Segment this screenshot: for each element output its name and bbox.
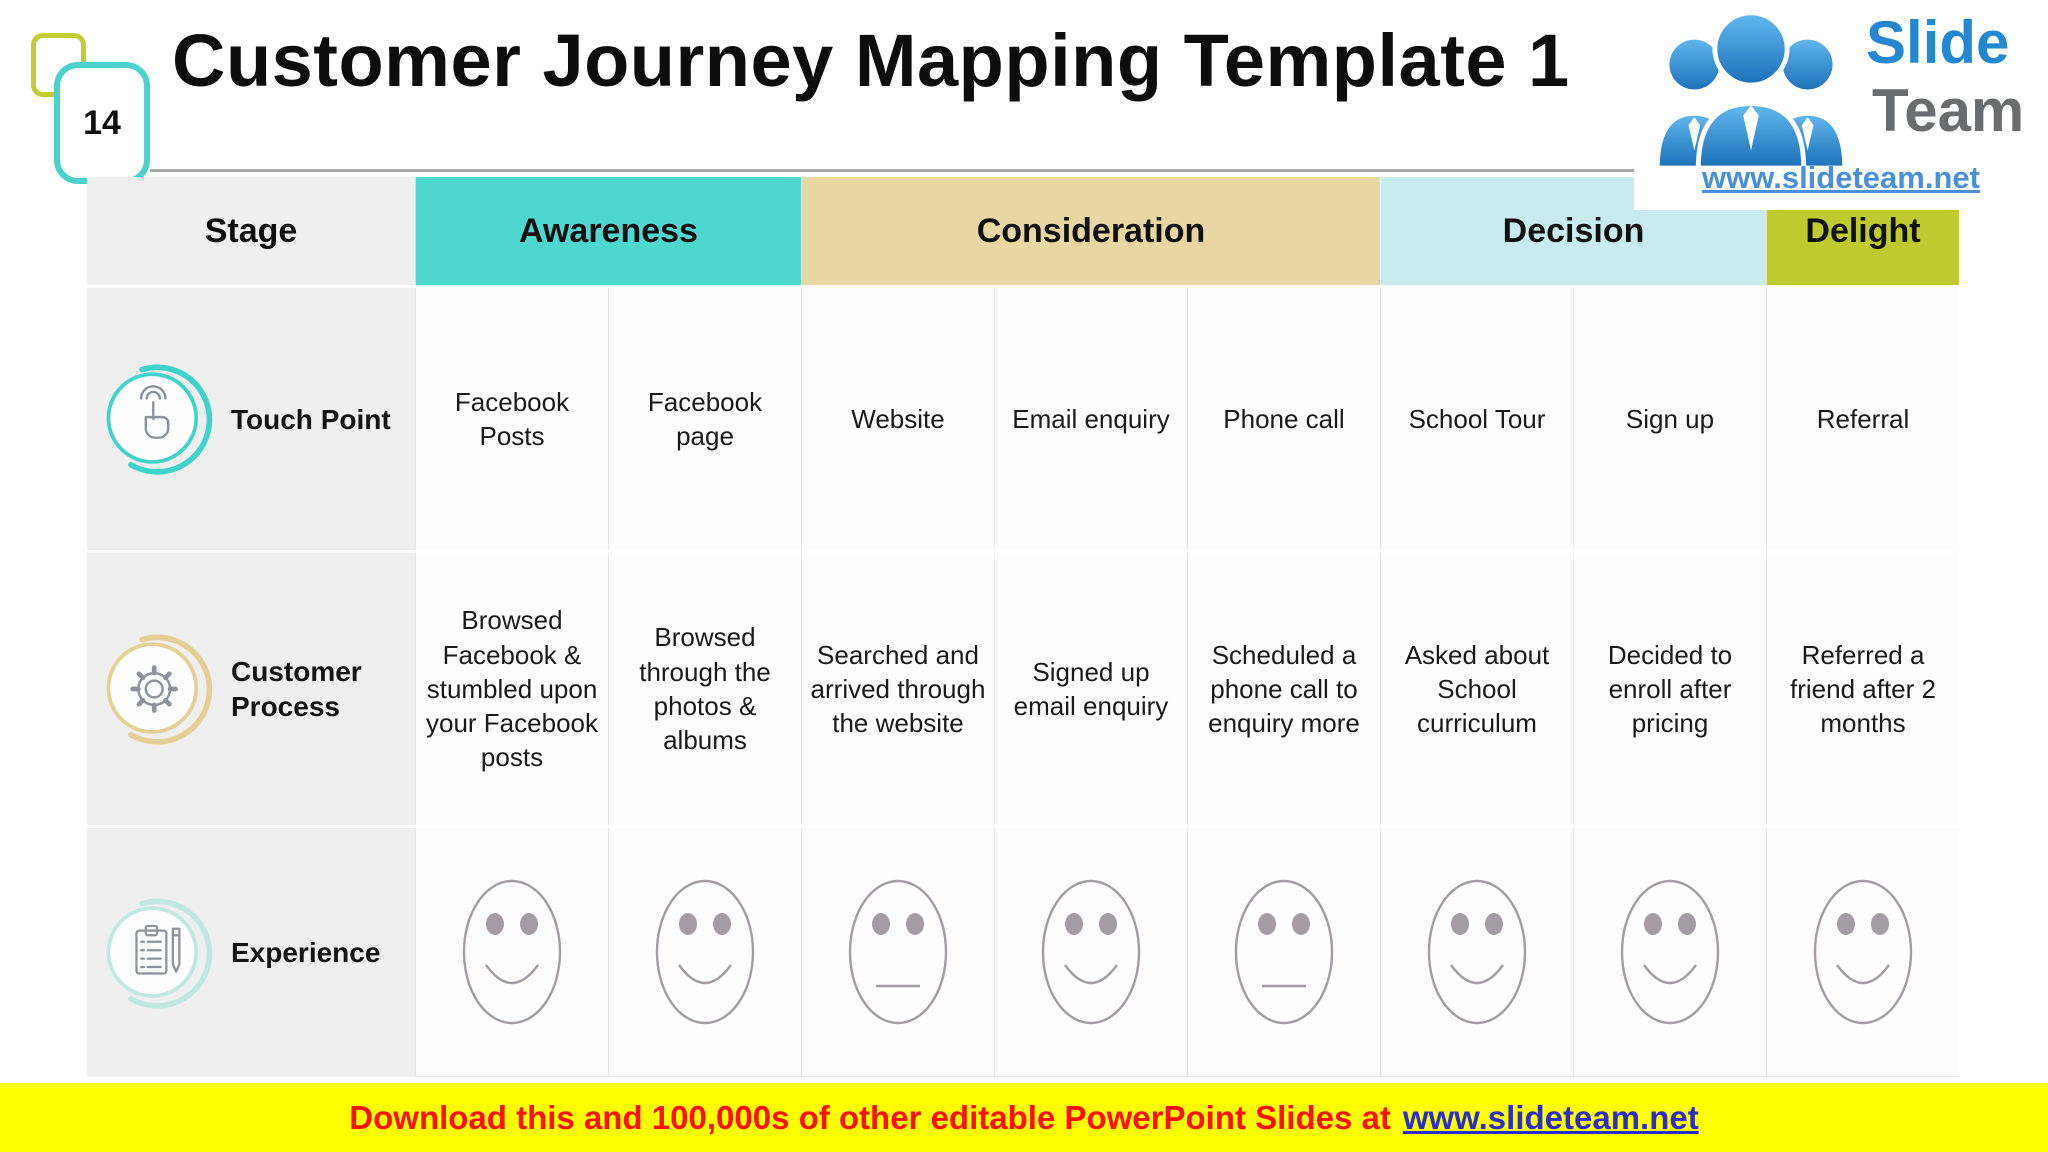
happy-face-icon	[1427, 879, 1527, 1025]
touchpoint-cell: Facebook Posts	[415, 288, 608, 550]
stage-header-label: Stage	[204, 211, 298, 250]
experience-cell	[1187, 828, 1380, 1077]
row-label: Customer Process	[231, 656, 362, 722]
touchpoint-cell: Sign up	[1573, 288, 1766, 550]
row-header-experience: Experience	[87, 828, 415, 1077]
banner-link[interactable]: www.slideteam.net	[1402, 1098, 1699, 1136]
touchpoint-cell: Email enquiry	[994, 288, 1187, 550]
row-header-touch-point: Touch Point	[87, 288, 415, 550]
touchpoint-cell: Website	[801, 288, 994, 550]
row-label: Touch Point	[231, 403, 391, 435]
neutral-face-icon	[848, 879, 948, 1025]
touchpoint-cell: Phone call	[1187, 288, 1380, 550]
customer-journey-table: Stage Awareness Consideration Decision D…	[87, 177, 1959, 1077]
experience-cell	[1380, 828, 1573, 1077]
row-header-customer-process: Customer Process	[87, 553, 415, 825]
experience-cell	[608, 828, 801, 1077]
gear-icon	[106, 634, 213, 745]
touchpoint-cell: School Tour	[1380, 288, 1573, 550]
slide-number-badge: 14	[54, 62, 150, 184]
process-cell: Browsed Facebook & stumbled upon your Fa…	[415, 553, 608, 825]
process-cell: Searched and arrived through the website	[801, 553, 994, 825]
touchpoint-cell: Referral	[1766, 288, 1959, 550]
process-cell: Signed up email enquiry	[994, 553, 1187, 825]
stage-header-cell: Stage	[87, 177, 415, 285]
happy-face-icon	[655, 879, 755, 1025]
happy-face-icon	[462, 879, 562, 1025]
process-cell: Asked about School curriculum	[1380, 553, 1573, 825]
experience-cell	[1573, 828, 1766, 1077]
banner-message: Download this and 100,000s of other edit…	[349, 1098, 1391, 1136]
neutral-face-icon	[1234, 879, 1334, 1025]
logo-website-link[interactable]: www.slideteam.net	[1702, 160, 1980, 195]
people-logo-icon	[1654, 10, 1848, 170]
page-title: Customer Journey Mapping Template 1	[172, 19, 1570, 102]
row-label: Experience	[231, 937, 381, 968]
happy-face-icon	[1041, 879, 1141, 1025]
stage-header-consideration: Consideration	[801, 177, 1380, 285]
slide-number: 14	[83, 103, 121, 142]
download-banner: Download this and 100,000s of other edit…	[0, 1083, 2048, 1152]
experience-cell	[994, 828, 1187, 1077]
stage-header-awareness: Awareness	[415, 177, 801, 285]
experience-cell	[1766, 828, 1959, 1077]
happy-face-icon	[1620, 879, 1720, 1025]
process-cell: Browsed through the photos & albums	[608, 553, 801, 825]
slideteam-logo: Slide Team www.slideteam.net	[1634, 0, 2048, 210]
process-cell: Scheduled a phone call to enquiry more	[1187, 553, 1380, 825]
experience-cell	[801, 828, 994, 1077]
process-cell: Referred a friend after 2 months	[1766, 553, 1959, 825]
logo-word-slide: Slide	[1866, 9, 2010, 76]
process-cell: Decided to enroll after pricing	[1573, 553, 1766, 825]
happy-face-icon	[1813, 879, 1913, 1025]
experience-cell	[415, 828, 608, 1077]
logo-word-team: Team	[1872, 77, 2025, 144]
touch-icon	[106, 364, 213, 475]
clipboard-icon	[106, 898, 213, 1009]
touchpoint-cell: Facebook page	[608, 288, 801, 550]
title-underline	[150, 169, 1978, 172]
